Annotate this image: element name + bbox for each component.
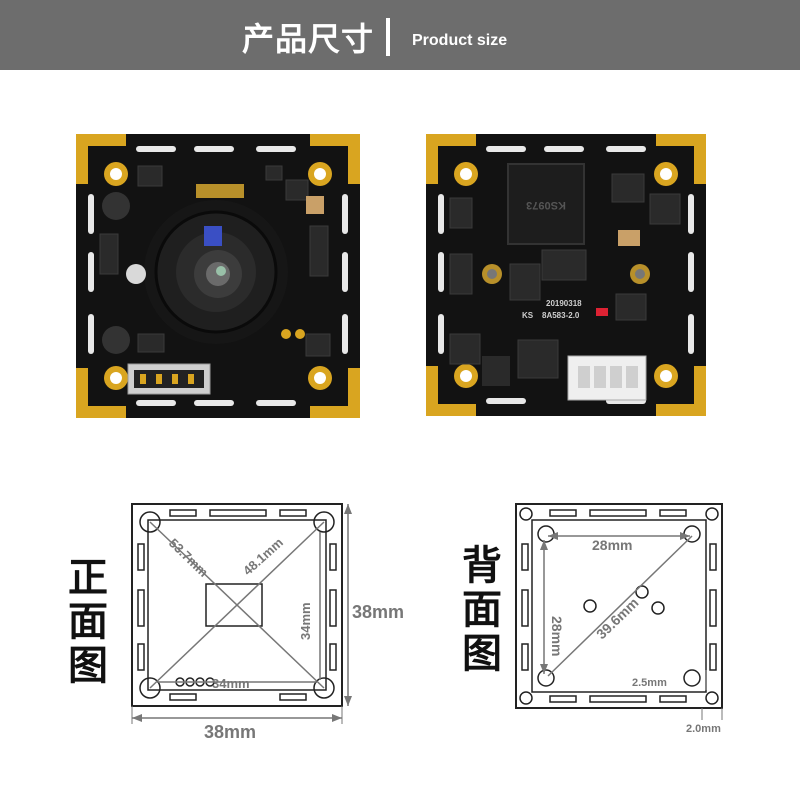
back-width-holes: 28mm xyxy=(592,537,632,553)
front-dimension-drawing: 53.7mm 48.1mm 34mm 34mm 38mm 38mm xyxy=(131,503,404,742)
back-side-label: 背 面 图 xyxy=(462,543,502,677)
date-label: 20190318 xyxy=(546,299,582,308)
title-en: Product size xyxy=(412,32,508,49)
ks-label: KS xyxy=(522,311,534,320)
title-cn: 产品尺寸 xyxy=(242,20,375,58)
back-dimension-drawing: 28mm 28mm 39.6mm 2.5mm 2.0mm xyxy=(515,503,723,735)
chip-label: KS0973 xyxy=(526,199,566,211)
back-height-holes: 28mm xyxy=(549,616,565,656)
header-banner: 产品尺寸 Product size xyxy=(0,0,800,70)
front-width-outer: 38mm xyxy=(204,722,256,742)
front-height-inner: 34mm xyxy=(298,602,313,640)
model-label: 8A583-2.0 xyxy=(542,311,580,320)
front-width-inner: 34mm xyxy=(212,676,250,691)
front-height-outer: 38mm xyxy=(352,602,404,622)
back-hole-dia: 2.5mm xyxy=(632,677,667,689)
front-diag-right: 48.1mm xyxy=(240,535,286,579)
back-diag: 39.6mm xyxy=(593,594,642,642)
back-edge: 2.0mm xyxy=(686,723,721,735)
title-separator xyxy=(386,18,390,56)
front-diag-left: 53.7mm xyxy=(166,535,211,579)
front-side-label: 正 面 图 xyxy=(68,555,108,689)
front-board-photo xyxy=(76,134,360,418)
back-board-photo: KS0973 20190318 KS 8A583-2.0 xyxy=(426,134,706,416)
